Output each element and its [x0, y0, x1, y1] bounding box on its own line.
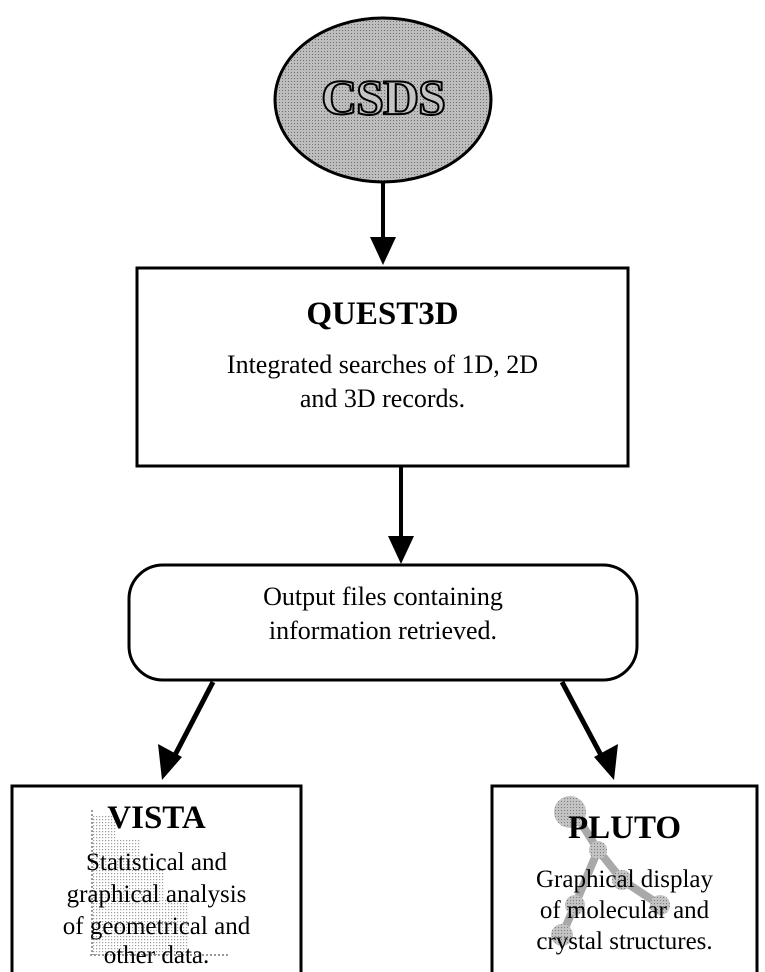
arrow-output-to-pluto [559, 680, 605, 759]
quest3d-node [135, 266, 630, 468]
pluto-title: PLUTO [567, 810, 682, 846]
pluto-desc-line-1: Graphical display [535, 866, 714, 893]
vista-desc-line-1: Statistical and [86, 849, 227, 876]
csds-node [273, 16, 493, 184]
vista-desc-line-2: graphical analysis [66, 881, 247, 908]
quest3d-desc-line-1: Integrated searches of 1D, 2D [226, 350, 539, 379]
pluto-desc-line-2: of molecular and [539, 897, 710, 924]
output-desc-line-1: Output files containing [263, 582, 503, 611]
vista-title: VISTA [107, 800, 206, 836]
arrow-output-to-vista [171, 680, 216, 759]
arrow-output-to-vista-head [158, 744, 182, 780]
quest3d-title: QUEST3D [306, 296, 459, 332]
vista-desc-line-4: other data. [103, 942, 210, 969]
pluto-desc-line-3: crystal structures. [536, 928, 713, 955]
quest3d-desc-line-2: and 3D records. [299, 384, 466, 413]
output-desc-line-2: information retrieved. [268, 616, 498, 645]
arrow-quest3d-to-output-head [388, 536, 414, 564]
pluto-molecule-watermark [551, 796, 670, 946]
csds-title: CSDS [320, 68, 447, 126]
vista-desc-line-3: of geometrical and [62, 913, 251, 940]
arrow-output-to-pluto-head [594, 744, 618, 780]
arrow-csds-to-quest3d-head [370, 237, 396, 265]
output-node [127, 563, 639, 682]
vista-histogram-watermark [90, 810, 230, 956]
